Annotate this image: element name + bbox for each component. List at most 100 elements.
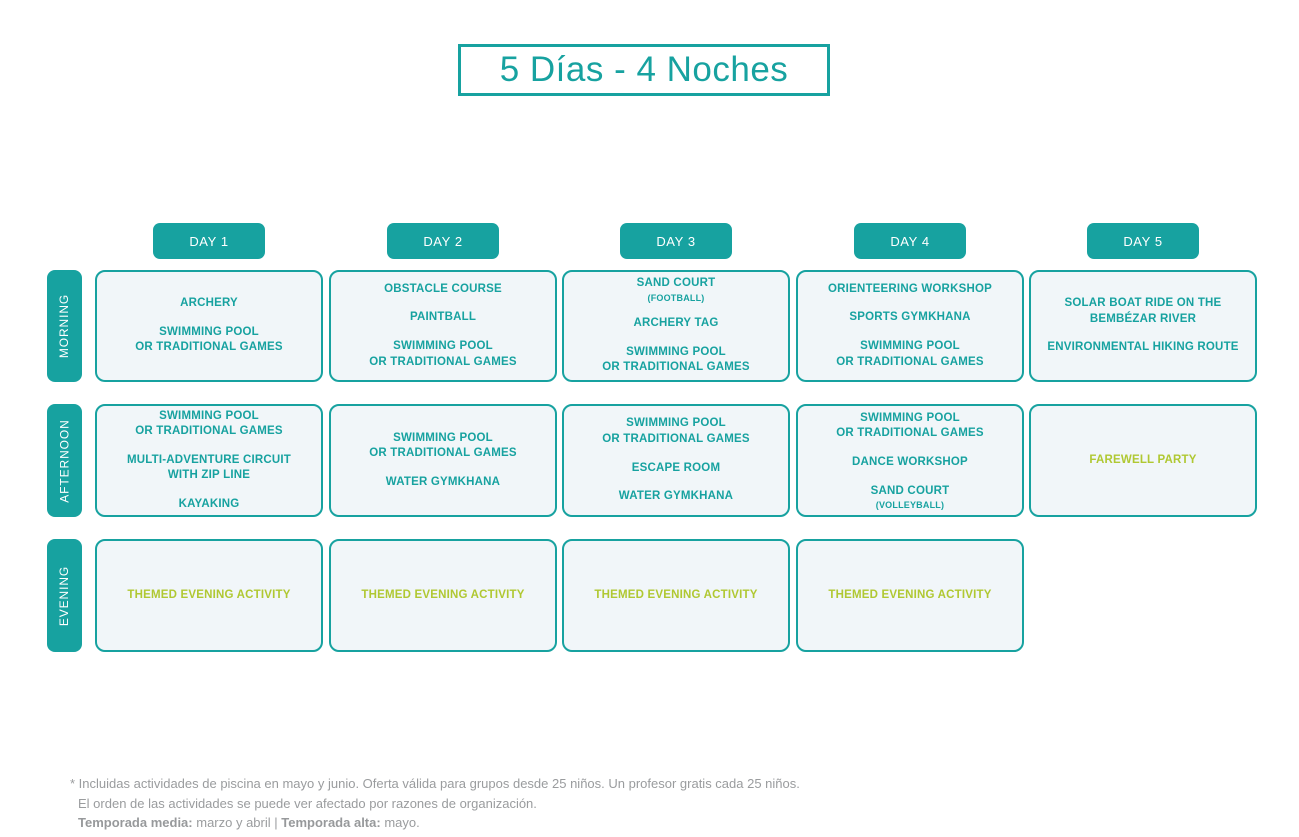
cell-afternoon-day1: SWIMMING POOL OR TRADITIONAL GAMES MULTI…	[95, 404, 323, 517]
row-label-morning: MORNING	[47, 270, 82, 382]
activity: SAND COURT (FOOTBALL)	[637, 276, 716, 303]
activity: ESCAPE ROOM	[632, 461, 720, 477]
activity-label: SWIMMING POOL OR TRADITIONAL GAMES	[602, 345, 750, 374]
day-header-1: DAY 1	[153, 223, 265, 259]
day-header-3: DAY 3	[620, 223, 732, 259]
activity-label: SWIMMING POOL OR TRADITIONAL GAMES	[369, 340, 517, 368]
cell-evening-day4: THEMED EVENING ACTIVITY	[796, 539, 1024, 652]
day-header-5: DAY 5	[1087, 223, 1199, 259]
activity-label: OBSTACLE COURSE	[384, 282, 502, 295]
day-header-label: DAY 4	[890, 233, 930, 249]
activity-sub-label: (VOLLEYBALL)	[875, 500, 945, 511]
activity: DANCE WORKSHOP	[852, 455, 968, 471]
activity-label: SAND COURT	[636, 277, 716, 290]
activity-label: SAND COURT	[870, 484, 950, 497]
row-label-text: EVENING	[57, 565, 72, 626]
activity-label: THEMED EVENING ACTIVITY	[127, 588, 291, 601]
footnote: * Incluidas actividades de piscina en ma…	[70, 774, 800, 833]
day-header-label: DAY 3	[656, 233, 696, 249]
activity-label: ESCAPE ROOM	[631, 461, 721, 474]
activity: SWIMMING POOL OR TRADITIONAL GAMES	[135, 325, 283, 356]
day-header-label: DAY 2	[423, 233, 463, 249]
footnote-line-1: * Incluidas actividades de piscina en ma…	[70, 776, 800, 791]
activity-label: THEMED EVENING ACTIVITY	[594, 588, 758, 601]
activity: WATER GYMKHANA	[619, 489, 733, 505]
season-high-label: Temporada alta:	[281, 815, 381, 830]
activity-label: SWIMMING POOL OR TRADITIONAL GAMES	[836, 411, 984, 440]
title-box: 5 Días - 4 Noches	[458, 44, 830, 96]
activity: WATER GYMKHANA	[386, 475, 500, 491]
page-title: 5 Días - 4 Noches	[499, 50, 789, 89]
activity: SWIMMING POOL OR TRADITIONAL GAMES	[836, 411, 984, 442]
cell-morning-day4: ORIENTEERING WORKSHOP SPORTS GYMKHANA SW…	[796, 270, 1024, 382]
cell-morning-day3: SAND COURT (FOOTBALL) ARCHERY TAG SWIMMI…	[562, 270, 790, 382]
footnote-line-2: El orden de las actividades se puede ver…	[78, 795, 537, 811]
activity-label: FAREWELL PARTY	[1089, 453, 1197, 466]
activity: ENVIRONMENTAL HIKING ROUTE	[1047, 340, 1238, 356]
cell-afternoon-day4: SWIMMING POOL OR TRADITIONAL GAMES DANCE…	[796, 404, 1024, 517]
activity: ARCHERY	[180, 296, 238, 312]
activity: THEMED EVENING ACTIVITY	[594, 588, 757, 604]
day-header-2: DAY 2	[387, 223, 499, 259]
cell-afternoon-day2: SWIMMING POOL OR TRADITIONAL GAMES WATER…	[329, 404, 557, 517]
activity-label: SWIMMING POOL OR TRADITIONAL GAMES	[369, 431, 517, 460]
activity: SOLAR BOAT RIDE ON THE BEMBÉZAR RIVER	[1065, 296, 1222, 327]
activity-label: SWIMMING POOL OR TRADITIONAL GAMES	[602, 417, 750, 445]
day-header-label: DAY 5	[1123, 233, 1163, 249]
footnote-line-3: Temporada media: marzo y abril | Tempora…	[78, 813, 800, 833]
activity-label: SOLAR BOAT RIDE ON THE BEMBÉZAR RIVER	[1064, 297, 1222, 325]
cell-morning-day5: SOLAR BOAT RIDE ON THE BEMBÉZAR RIVER EN…	[1029, 270, 1257, 382]
season-mid-value: marzo y abril |	[192, 815, 282, 830]
activity-sub-label: (FOOTBALL)	[647, 292, 705, 303]
activity: SPORTS GYMKHANA	[849, 310, 970, 326]
cell-evening-day2: THEMED EVENING ACTIVITY	[329, 539, 557, 652]
season-mid-label: Temporada media:	[78, 815, 193, 830]
row-label-text: MORNING	[57, 293, 72, 359]
cell-evening-day3: THEMED EVENING ACTIVITY	[562, 539, 790, 652]
cell-morning-day1: ARCHERY SWIMMING POOL OR TRADITIONAL GAM…	[95, 270, 323, 382]
activity-label: THEMED EVENING ACTIVITY	[361, 588, 525, 601]
activity-label: SWIMMING POOL OR TRADITIONAL GAMES	[135, 325, 283, 354]
activity-label: ORIENTEERING WORKSHOP	[828, 282, 992, 295]
day-header-label: DAY 1	[189, 233, 229, 249]
activity-label: MULTI-ADVENTURE CIRCUIT WITH ZIP LINE	[126, 453, 292, 482]
activity-label: PAINTBALL	[409, 311, 477, 324]
activity: OBSTACLE COURSE	[384, 282, 502, 298]
activity: SWIMMING POOL OR TRADITIONAL GAMES	[602, 345, 750, 376]
activity-label: WATER GYMKHANA	[385, 475, 501, 488]
activity: THEMED EVENING ACTIVITY	[127, 588, 290, 604]
activity: FAREWELL PARTY	[1089, 453, 1196, 469]
day-header-4: DAY 4	[854, 223, 966, 259]
activity: KAYAKING	[179, 497, 240, 513]
activity-label: SWIMMING POOL OR TRADITIONAL GAMES	[836, 340, 984, 368]
season-high-value: mayo.	[380, 815, 420, 830]
activity: SAND COURT (VOLLEYBALL)	[871, 484, 950, 511]
activity: ARCHERY TAG	[633, 316, 718, 332]
activity: SWIMMING POOL OR TRADITIONAL GAMES	[602, 416, 750, 447]
activity: SWIMMING POOL OR TRADITIONAL GAMES	[135, 409, 283, 440]
cell-morning-day2: OBSTACLE COURSE PAINTBALL SWIMMING POOL …	[329, 270, 557, 382]
activity-label: SWIMMING POOL OR TRADITIONAL GAMES	[135, 409, 283, 438]
activity-label: ARCHERY TAG	[633, 316, 719, 329]
activity-label: DANCE WORKSHOP	[852, 456, 968, 468]
activity-label: KAYAKING	[178, 497, 240, 510]
activity-label: ENVIRONMENTAL HIKING ROUTE	[1047, 341, 1239, 354]
activity: PAINTBALL	[410, 310, 476, 326]
row-label-evening: EVENING	[47, 539, 82, 652]
activity-label: ARCHERY	[180, 297, 238, 310]
activity: THEMED EVENING ACTIVITY	[361, 588, 524, 604]
activity: THEMED EVENING ACTIVITY	[828, 588, 991, 604]
activity: SWIMMING POOL OR TRADITIONAL GAMES	[369, 431, 517, 462]
cell-evening-day1: THEMED EVENING ACTIVITY	[95, 539, 323, 652]
activity: SWIMMING POOL OR TRADITIONAL GAMES	[369, 339, 517, 370]
activity: SWIMMING POOL OR TRADITIONAL GAMES	[836, 339, 984, 370]
row-label-afternoon: AFTERNOON	[47, 404, 82, 517]
cell-afternoon-day5: FAREWELL PARTY	[1029, 404, 1257, 517]
activity-label: WATER GYMKHANA	[618, 490, 734, 503]
activity-label: THEMED EVENING ACTIVITY	[828, 588, 992, 601]
activity-label: SPORTS GYMKHANA	[849, 311, 971, 324]
cell-afternoon-day3: SWIMMING POOL OR TRADITIONAL GAMES ESCAP…	[562, 404, 790, 517]
row-label-text: AFTERNOON	[57, 418, 72, 503]
activity: ORIENTEERING WORKSHOP	[828, 282, 992, 298]
